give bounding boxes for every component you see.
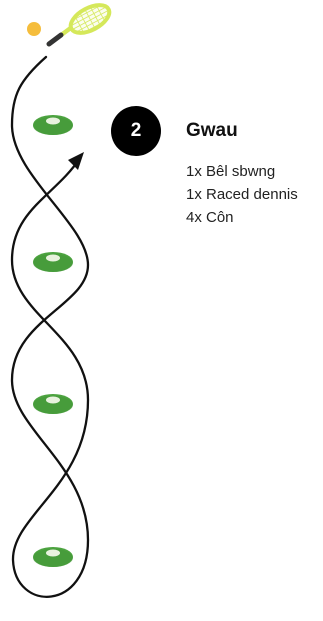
equipment-list: 1x Bêl sbwng 1x Raced dennis 4x Côn — [186, 160, 298, 229]
cone-icon — [33, 115, 73, 135]
equipment-item: 4x Côn — [186, 209, 234, 226]
cone-icon — [33, 394, 73, 414]
equipment-item: 1x Raced dennis — [186, 186, 298, 203]
step-number: 2 — [130, 120, 142, 141]
weave-path — [10, 55, 90, 598]
step-number-badge: 2 — [111, 106, 161, 156]
cone-icon — [33, 252, 73, 272]
tennis-racket-icon — [46, 3, 112, 47]
equipment-item: 1x Bêl sbwng — [186, 163, 276, 180]
drill-title: Gwau — [186, 120, 238, 141]
arrow-head-icon — [68, 152, 84, 170]
tennis-ball-icon — [27, 22, 41, 36]
cone-icon — [33, 547, 73, 567]
